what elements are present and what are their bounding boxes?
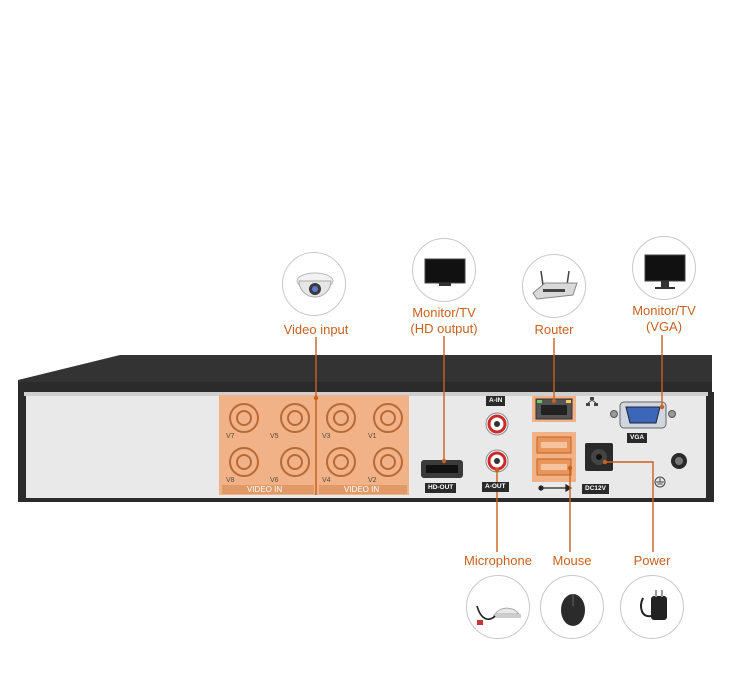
bnc-v7	[229, 403, 259, 433]
power-circle	[620, 575, 684, 639]
callout-lines	[315, 335, 663, 552]
router-icon	[532, 270, 578, 300]
video-in-left-label: VIDEO IN	[247, 485, 283, 494]
video-input-circle	[282, 252, 346, 316]
ch-v6: V6	[270, 477, 279, 484]
bnc-v6	[280, 447, 310, 477]
microphone-text: Microphone	[464, 553, 532, 568]
ch-v7: V7	[226, 433, 235, 440]
ch-v3: V3	[322, 433, 331, 440]
bnc-connectors	[229, 403, 403, 477]
vga-label: VGA	[627, 433, 648, 443]
ch-v8: V8	[226, 477, 235, 484]
bnc-v4	[326, 447, 356, 477]
microphone-circle	[466, 575, 530, 639]
bnc-v1	[373, 403, 403, 433]
router-circle	[522, 254, 586, 318]
usb-icon	[538, 483, 573, 493]
label-router: Router	[514, 322, 594, 338]
label-mouse: Mouse	[540, 553, 604, 569]
mouse-text: Mouse	[552, 553, 592, 568]
monitor-hd-line2: (HD output)	[410, 321, 478, 336]
tv-icon	[424, 258, 466, 286]
bnc-v2	[373, 447, 403, 477]
video-in-right-label: VIDEO IN	[344, 485, 380, 494]
bnc-v8	[229, 447, 259, 477]
ch-v5: V5	[270, 433, 279, 440]
case-top	[18, 355, 712, 382]
power-adapter-icon	[640, 590, 667, 620]
ch-v4: V4	[322, 477, 331, 484]
label-power: Power	[620, 553, 684, 569]
monitor-vga-line1: Monitor/TV	[632, 303, 696, 318]
label-monitor-hd: Monitor/TV (HD output)	[398, 305, 490, 337]
microphone-icon	[476, 605, 521, 625]
video-input-text: Video input	[283, 322, 349, 337]
power-text: Power	[633, 553, 671, 568]
monitor-vga-circle	[632, 236, 696, 300]
bnc-v3	[326, 403, 356, 433]
case-top-edge	[18, 382, 712, 394]
a-in-label: A-IN	[486, 396, 506, 406]
mouse-icon	[561, 594, 585, 626]
label-video-input: Video input	[270, 322, 362, 338]
monitor-vga-line2: (VGA)	[645, 319, 683, 334]
dome-camera-icon	[296, 272, 334, 298]
ground-icon	[654, 476, 666, 488]
network-icon	[586, 397, 598, 406]
monitor-hd-line1: Monitor/TV	[412, 305, 476, 320]
label-monitor-vga: Monitor/TV (VGA)	[618, 303, 710, 335]
ch-v2: V2	[368, 477, 377, 484]
mouse-circle	[540, 575, 604, 639]
router-text: Router	[534, 322, 574, 337]
label-microphone: Microphone	[452, 553, 544, 569]
monitor-icon	[644, 254, 686, 289]
monitor-hd-circle	[412, 238, 476, 302]
a-out-label: A-OUT	[482, 482, 509, 492]
video-input-block	[219, 395, 409, 495]
line-power	[605, 461, 654, 552]
hd-out-label: HD-OUT	[425, 483, 457, 493]
ch-v1: V1	[368, 433, 377, 440]
dc12v-label: DC12V	[582, 484, 609, 494]
bnc-v5	[280, 403, 310, 433]
